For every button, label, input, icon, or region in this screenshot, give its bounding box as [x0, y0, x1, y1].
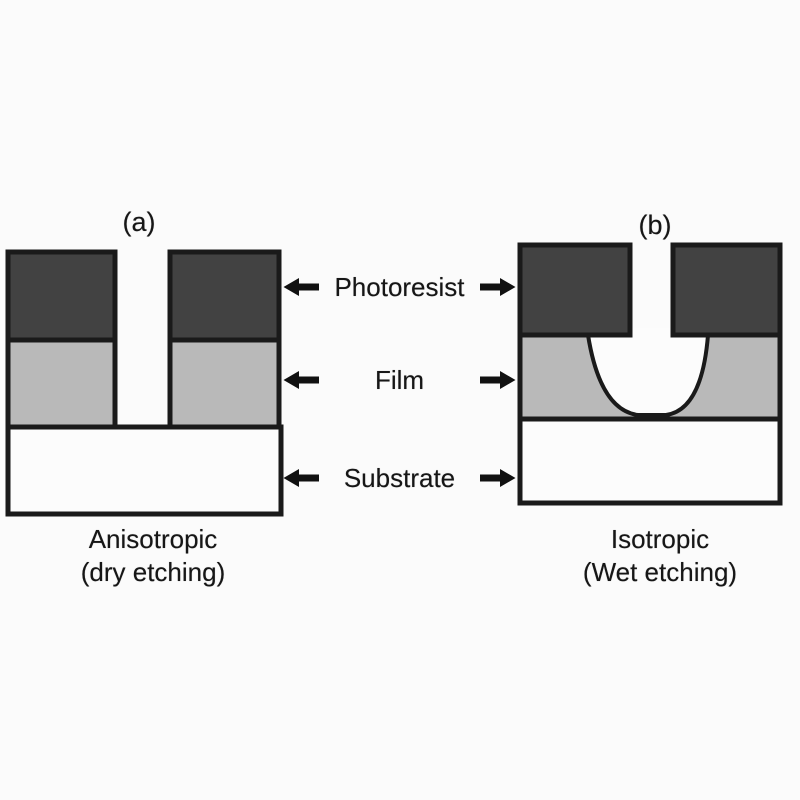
photoresist-block-left-b	[517, 242, 633, 338]
photoresist-block-left-a	[5, 249, 118, 343]
film-block-right-a	[167, 337, 282, 430]
anisotropic-diagram	[5, 249, 284, 517]
photoresist-arrow-right-icon	[479, 278, 516, 296]
film-block-left-a	[5, 337, 118, 430]
substrate-label: Substrate	[343, 462, 456, 493]
substrate-block-a	[5, 424, 284, 517]
etch-cavity-fill	[588, 328, 708, 415]
film-label-row: Film	[283, 365, 516, 395]
film-arrow-right-icon	[480, 371, 516, 389]
photoresist-block-right-b	[670, 242, 783, 338]
photoresist-block-right-a	[167, 249, 282, 343]
substrate-arrow-right-icon	[479, 469, 516, 487]
anisotropic-caption: Anisotropic (dry etching)	[13, 523, 293, 589]
etch-cavity-outline	[586, 334, 710, 417]
photoresist-label: Photoresist	[334, 271, 465, 302]
substrate-label-row: Substrate	[283, 463, 516, 493]
film-arrow-left-icon	[283, 371, 319, 389]
panel-b-label: (b)	[638, 210, 672, 240]
isotropic-caption-subtitle: (Wet etching)	[582, 557, 738, 587]
isotropic-caption: Isotropic (Wet etching)	[520, 523, 800, 589]
photoresist-arrow-left-icon	[283, 278, 319, 296]
film-label: Film	[374, 364, 425, 395]
isotropic-diagram	[517, 242, 783, 506]
panel-a-label: (a)	[122, 207, 156, 237]
film-edges-b	[517, 335, 783, 417]
photoresist-label-row: Photoresist	[283, 272, 516, 302]
isotropic-caption-title: Isotropic	[610, 524, 710, 554]
substrate-arrow-left-icon	[283, 469, 319, 487]
substrate-block-b	[517, 416, 783, 506]
anisotropic-caption-title: Anisotropic	[88, 524, 218, 554]
anisotropic-caption-subtitle: (dry etching)	[80, 557, 226, 587]
